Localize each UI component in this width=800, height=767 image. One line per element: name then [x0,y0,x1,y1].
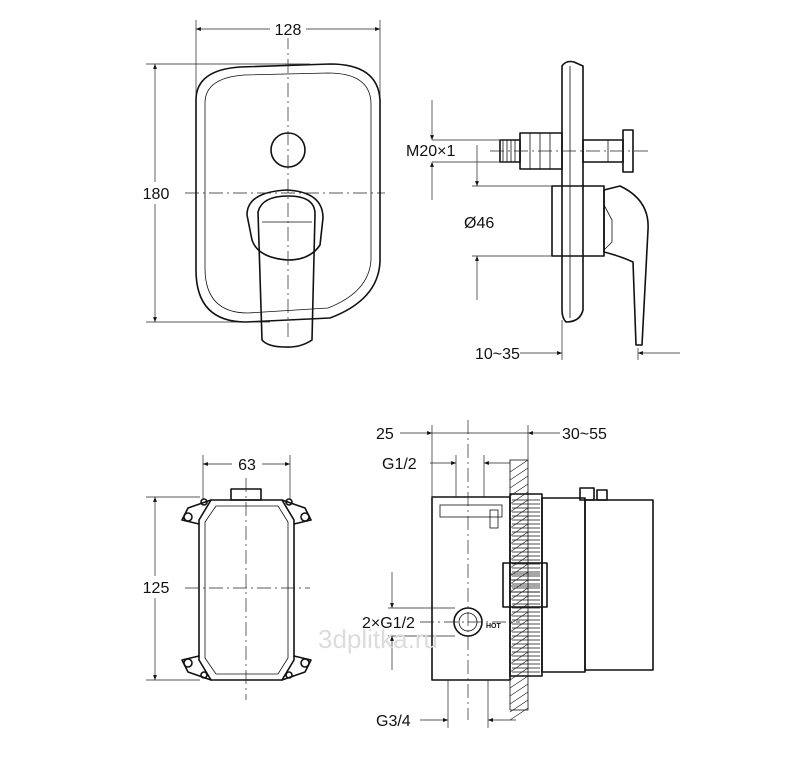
wall-hatch-line [509,683,529,697]
front-height-label: 180 [143,186,170,203]
watermark: 3dplitka.ru [318,624,438,654]
left-offset-label: 25 [376,426,394,443]
plate-profile [561,60,584,323]
wall-hatch-line [509,475,529,489]
wall-hatch-line [509,459,529,473]
wall-hatch-line [509,539,529,553]
wall-hatch-line [509,523,529,537]
wall-hatch-line [509,603,529,617]
wall-hatch-line [509,547,529,561]
wall-hatch-line [509,675,529,689]
cover-plate-inner-outline [204,72,372,314]
wall-section [509,459,529,711]
wall-hatch-line [509,643,529,657]
diameter-label: Ø46 [464,215,494,232]
cartridge-label-plate [502,562,548,608]
front-width-label: 128 [275,22,302,39]
wall-hatch-line [509,507,529,521]
right-offset-label: 30~55 [562,426,607,443]
wall-hatch-line [509,699,529,713]
box-side-view: HOT 25 30~55 G1/2 2×G1/2 G3/4 [362,420,654,730]
wall-hatch-line [509,691,529,705]
wall-hatch-line [509,667,529,681]
wall-hatch-line [509,611,529,625]
top-connection-label: G1/2 [382,456,417,473]
wall-hatch-line [509,587,529,601]
handle-base [246,189,324,261]
wall-hatch-line [509,555,529,569]
box-front-view: 63 125 [140,454,312,700]
box-width-label: 63 [238,457,256,474]
cartridge-thread [499,139,521,163]
handle-lever-side [603,185,649,346]
front-view: 128 180 [141,20,385,348]
wall-hatch-line [509,659,529,673]
handle-lever [257,195,316,348]
bottom-connection-label: G3/4 [376,713,411,730]
box-height-label: 125 [143,580,170,597]
wall-hatch-line [509,651,529,665]
wall-hatch-line [509,531,529,545]
mounting-box-outline [198,499,295,681]
thread-label: M20×1 [406,143,455,160]
side-connection-label: 2×G1/2 [362,615,415,632]
wall-hatch-line [509,707,529,721]
wall-hatch-line [509,635,529,649]
wall-hatch-line [509,627,529,641]
wall-hatch-line [509,467,529,481]
wall-hatch-line [509,619,529,633]
top-cap [579,487,595,501]
hot-marking: HOT [486,623,502,630]
wall-hatch-line [509,499,529,513]
cover-plate-outline [195,63,381,323]
sleeve-section [509,493,543,677]
wall-hatch-line [509,515,529,529]
handle-body-side [551,185,605,257]
front-housing [584,499,654,671]
wall-hatch-line [509,595,529,609]
depth-label: 10~35 [475,346,520,363]
side-view: M20×1 Ø46 10~35 [406,60,680,363]
